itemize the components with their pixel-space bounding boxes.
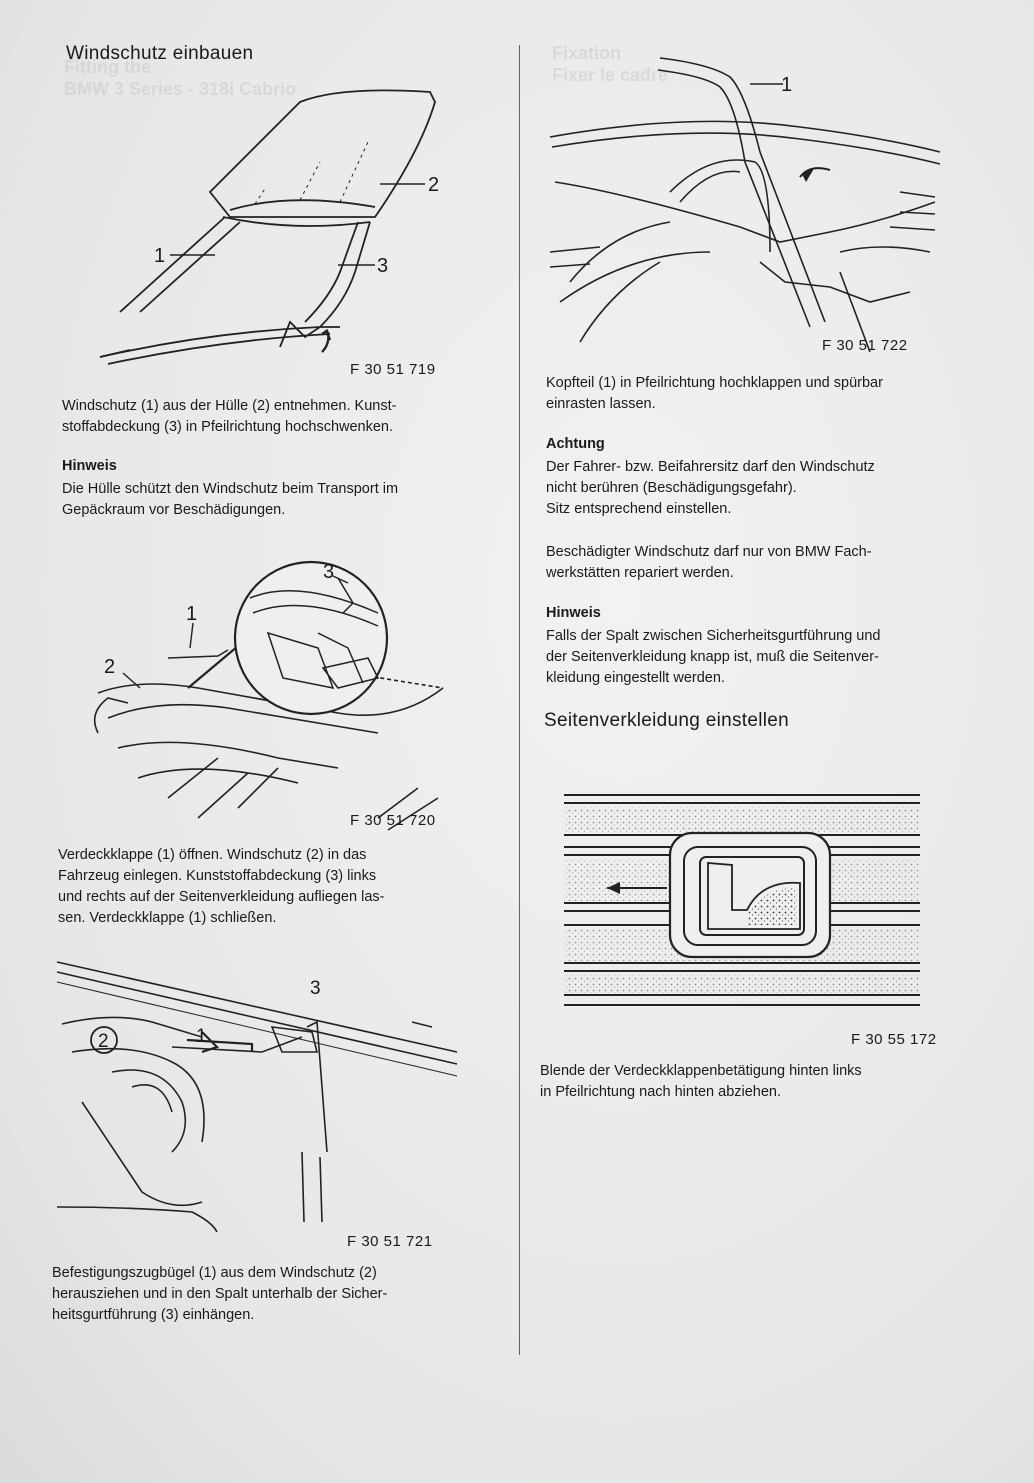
text-line: Kopfteil (1) in Pfeilrichtung hochklappe… — [546, 375, 883, 391]
text-line: heitsgurtführung (3) einhängen. — [52, 1307, 255, 1323]
figure-windscreen-cover: 1 2 3 — [99, 89, 439, 365]
figure-trim-panel — [564, 794, 920, 1006]
note-heading: Hinweis — [546, 605, 601, 621]
figure-code: F 30 51 720 — [350, 812, 436, 829]
show-through-text: Fitting the BMW 3 Series - 318i Cabrio — [64, 56, 296, 100]
text-line: Falls der Spalt zwischen Sicherheitsgurt… — [546, 628, 881, 644]
page-title: Windschutz einbauen — [66, 43, 254, 64]
text-line: Beschädigter Windschutz darf nur von BMW… — [546, 544, 872, 560]
figure-callout: 2 — [104, 656, 115, 678]
figure-code: F 30 55 172 — [851, 1031, 937, 1048]
text-line: herausziehen und in den Spalt unterhalb … — [52, 1286, 388, 1302]
ghost-line: BMW 3 Series - 318i Cabrio — [64, 79, 297, 99]
text-line: in Pfeilrichtung nach hinten abziehen. — [540, 1084, 782, 1100]
figure-callout: 1 — [196, 1026, 207, 1047]
text-line: Gepäckraum vor Beschädigungen. — [62, 502, 286, 518]
text-line: sen. Verdeckklappe (1) schließen. — [58, 910, 277, 926]
text-line: nicht berühren (Beschädigungsgefahr). — [546, 480, 797, 496]
text-line: einrasten lassen. — [546, 396, 656, 412]
text-line: Fahrzeug einlegen. Kunststoffabdeckung (… — [58, 868, 377, 884]
text-line: Verdeckklappe (1) öffnen. Windschutz (2)… — [58, 847, 367, 863]
text-line: der Seitenverkleidung knapp ist, muß die… — [546, 649, 879, 665]
figure-callout: 2 — [98, 1031, 109, 1052]
show-through-text: Fixation Fixer le cadre — [552, 42, 668, 86]
ghost-line: Fixation — [552, 43, 622, 63]
instruction-paragraph: Verdeckklappe (1) öffnen. Windschutz (2)… — [58, 845, 384, 929]
warning-paragraph: Der Fahrer- bzw. Beifahrersitz darf den … — [546, 457, 875, 520]
figure-callout: 1 — [154, 245, 165, 267]
detail-magnifier — [233, 560, 389, 716]
text-line: und rechts auf der Seitenverkleidung auf… — [58, 889, 385, 905]
figure-seatbelt-guide: 2 1 3 — [56, 961, 458, 1233]
note-heading: Hinweis — [62, 458, 117, 474]
text-line: werkstätten repariert werden. — [546, 565, 734, 581]
figure-code: F 30 51 719 — [350, 361, 436, 378]
text-line: Die Hülle schützt den Windschutz beim Tr… — [62, 481, 399, 497]
figure-callout: 3 — [377, 255, 388, 277]
figure-headrest: 1 — [549, 57, 941, 353]
instruction-paragraph: Blende der Verdeckklappenbetätigung hint… — [540, 1061, 862, 1103]
figure-code: F 30 51 722 — [822, 337, 908, 354]
note-paragraph: Die Hülle schützt den Windschutz beim Tr… — [62, 479, 398, 521]
section-title: Seitenverkleidung einstellen — [544, 710, 789, 731]
column-divider — [519, 45, 520, 1355]
text-line: Befestigungszugbügel (1) aus dem Windsch… — [52, 1265, 377, 1281]
text-line: kleidung eingestellt werden. — [546, 670, 725, 686]
figure-callout: 2 — [428, 174, 439, 196]
figure-callout: 1 — [186, 603, 197, 625]
ghost-line: Fitting the — [64, 57, 151, 77]
figure-callout: 3 — [323, 561, 334, 583]
text-line: stoffabdeckung (3) in Pfeilrichtung hoch… — [62, 419, 394, 435]
figure-callout: 1 — [781, 74, 792, 96]
instruction-paragraph: Windschutz (1) aus der Hülle (2) entnehm… — [62, 396, 396, 438]
text-line: Blende der Verdeckklappenbetätigung hint… — [540, 1063, 862, 1079]
figure-trunk-lid: 1 2 3 — [93, 560, 444, 831]
instruction-paragraph: Beschädigter Windschutz darf nur von BMW… — [546, 542, 872, 584]
instruction-paragraph: Befestigungszugbügel (1) aus dem Windsch… — [52, 1263, 387, 1326]
figure-callout: 3 — [310, 978, 321, 999]
note-paragraph: Falls der Spalt zwischen Sicherheitsgurt… — [546, 626, 880, 689]
text-line: Windschutz (1) aus der Hülle (2) entnehm… — [62, 398, 397, 414]
ghost-line: Fixer le cadre — [552, 65, 669, 85]
arrow-left-icon — [607, 882, 620, 894]
figure-code: F 30 51 721 — [347, 1233, 433, 1250]
text-line: Sitz entsprechend einstellen. — [546, 501, 732, 517]
text-line: Der Fahrer- bzw. Beifahrersitz darf den … — [546, 459, 875, 475]
warning-heading: Achtung — [546, 436, 605, 452]
instruction-paragraph: Kopfteil (1) in Pfeilrichtung hochklappe… — [546, 373, 883, 415]
